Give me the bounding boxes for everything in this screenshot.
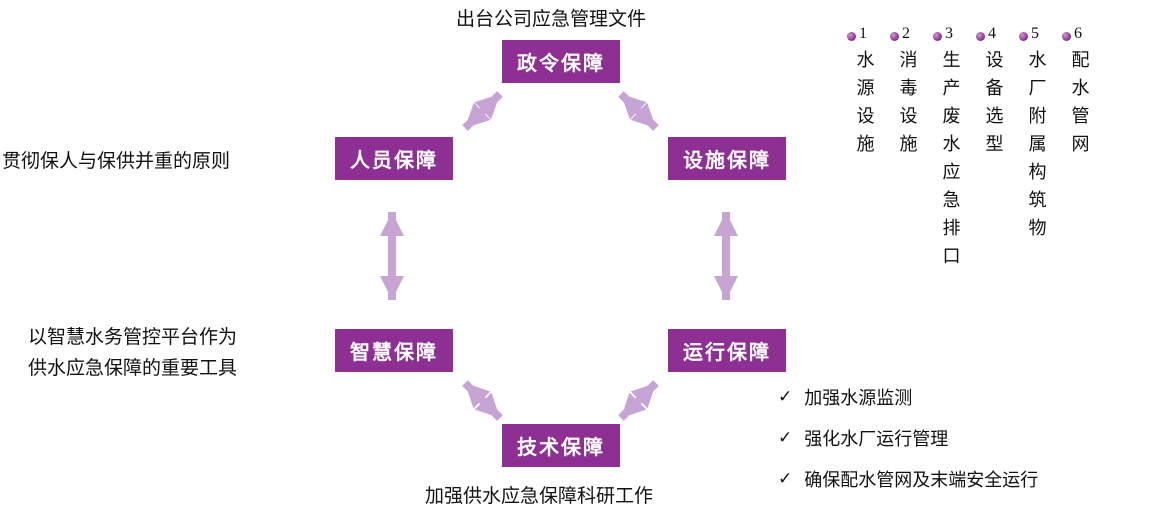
caption-personnel-note: 贯彻保人与保供并重的原则 [2,151,231,172]
list-item: 3 生产废水应急排口 [929,24,972,274]
caption-smart-note-line2: 供水应急保障的重要工具 [28,358,238,379]
item-number: 2 [902,25,910,42]
arrow-policy-facility [618,91,659,131]
list-item: 6 配水管网 [1058,24,1101,274]
checklist-item-text: 加强水源监测 [804,387,913,408]
checklist-item-text: 强化水厂运行管理 [804,428,949,449]
item-number: 3 [945,25,953,42]
item-label: 设备选型 [983,50,1004,162]
item-label: 水源设施 [854,50,875,162]
item-number: 4 [988,25,996,42]
cycle-node-facility: 设施保障 [668,137,786,180]
item-label: 消毒设施 [897,50,918,162]
arrow-smart-technology [462,380,503,421]
checklist-item: ✓ 确保配水管网及末端安全运行 [778,458,1038,499]
caption-policy-note: 出台公司应急管理文件 [456,9,647,30]
item-number: 6 [1074,25,1082,42]
bullet-dot-icon [847,32,856,41]
item-number: 1 [859,25,867,42]
bullet-dot-icon [1062,32,1071,41]
bullet-dot-icon [933,32,942,41]
arrow-operation-technology [618,380,659,421]
cycle-node-personnel: 人员保障 [335,137,453,180]
bullet-dot-icon [1019,32,1028,41]
bullet-dot-icon [976,32,985,41]
checkmark-icon: ✓ [778,386,793,407]
list-item: 5 水厂附属构筑物 [1015,24,1058,274]
item-label: 生产废水应急排口 [940,50,961,274]
bullet-dot-icon [890,32,899,41]
checkmark-icon: ✓ [778,468,793,489]
facility-numbered-list: 1 水源设施 2 消毒设施 3 生产废水应急排口 4 设备选型 [843,24,1101,274]
caption-technology-note: 加强供水应急保障科研工作 [425,486,654,507]
checkmark-icon: ✓ [778,427,793,448]
checklist-item-text: 确保配水管网及末端安全运行 [804,469,1039,490]
item-label: 配水管网 [1069,50,1090,162]
arrow-personnel-policy [462,91,503,131]
operation-checklist: ✓ 加强水源监测 ✓ 强化水厂运行管理 ✓ 确保配水管网及末端安全运行 [778,376,1038,499]
caption-smart-note: 以智慧水务管控平台作为 供水应急保障的重要工具 [28,322,237,384]
list-item: 2 消毒设施 [886,24,929,274]
cycle-node-policy: 政令保障 [502,40,620,83]
cycle-node-smart: 智慧保障 [335,329,453,372]
checklist-item: ✓ 强化水厂运行管理 [778,417,1038,458]
item-number: 5 [1031,25,1039,42]
item-label: 水厂附属构筑物 [1026,50,1047,246]
cycle-node-technology: 技术保障 [502,424,620,467]
cycle-node-operation: 运行保障 [668,329,786,372]
list-item: 4 设备选型 [972,24,1015,274]
list-item: 1 水源设施 [843,24,886,274]
checklist-item: ✓ 加强水源监测 [778,376,1038,417]
caption-smart-note-line1: 以智慧水务管控平台作为 [28,327,238,348]
